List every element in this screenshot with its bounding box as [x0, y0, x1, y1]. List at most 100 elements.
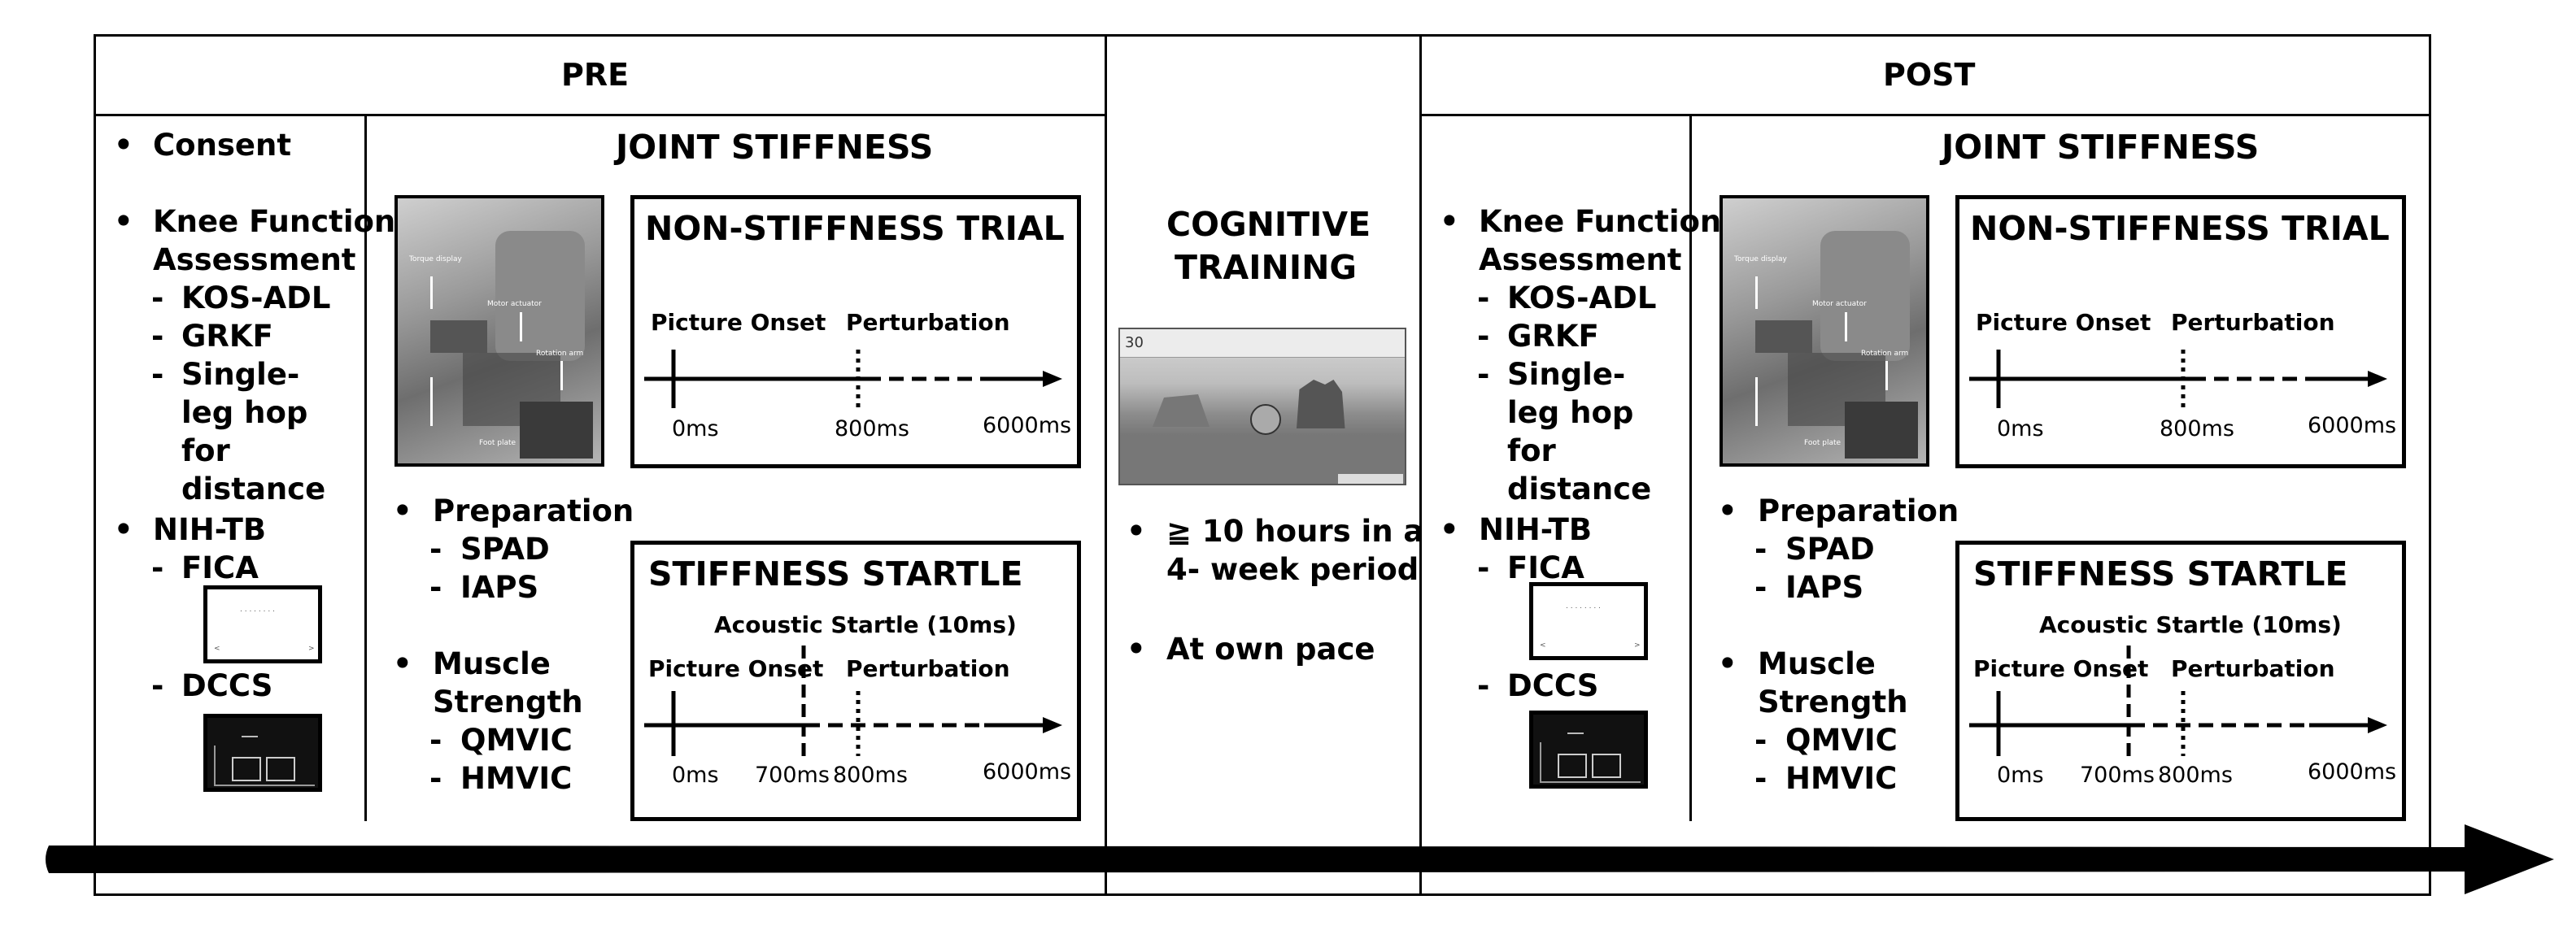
- spad-label: SPAD: [460, 532, 550, 567]
- time-0ms: 0ms: [672, 416, 719, 441]
- bullet-dot: •: [393, 493, 412, 528]
- stiffness-apparatus-photo: Torque display Motor actuator Rotation a…: [1720, 195, 1929, 467]
- hours-bullet-line2: 4- week period: [1166, 552, 1419, 587]
- iaps-label: IAPS: [460, 570, 539, 605]
- time-800ms: 800ms: [2160, 416, 2234, 441]
- bullet-dot: •: [1440, 512, 1459, 547]
- bullet-dot: •: [1127, 514, 1146, 549]
- dash: -: [1477, 280, 1490, 315]
- photo-label-motor: Motor actuator: [487, 300, 542, 308]
- stiffness-startle-title: STIFFNESS STARTLE: [648, 554, 1023, 593]
- game-counter: 30: [1125, 334, 1144, 351]
- muscle-strength-label-line2: Strength: [1758, 685, 1908, 719]
- bullet-dot: •: [1718, 493, 1737, 528]
- bullet-dot: •: [1440, 204, 1459, 239]
- hmvic-label: HMVIC: [460, 761, 573, 796]
- consent-label: Consent: [153, 128, 292, 163]
- bullet-dot: •: [393, 646, 412, 681]
- single-leg-hop-label: Single-leg hop for distance: [181, 357, 326, 506]
- fica-screen-thumbnail: . . . . . . . . < >: [1529, 582, 1648, 660]
- timeline-arrowhead: [1043, 717, 1062, 733]
- bullet-dot: •: [114, 512, 133, 547]
- bullet-dot: •: [1127, 632, 1146, 667]
- joint-stiffness-title: JOINT STIFFNESS: [1942, 128, 2260, 167]
- dash: -: [1477, 357, 1490, 392]
- cognitive-title-line1: COGNITIVE: [1166, 205, 1371, 244]
- timeline-arrowhead: [2368, 371, 2387, 387]
- stiffness-startle-timeline: [1969, 646, 2387, 756]
- dccs-label: DCCS: [181, 668, 273, 703]
- non-stiffness-trial-title: NON-STIFFNESS TRIAL: [645, 209, 1065, 248]
- dash: -: [151, 550, 164, 585]
- post-frame: [1419, 34, 2431, 896]
- photo-label-foot: Foot plate: [479, 439, 517, 447]
- perturbation-label: Perturbation: [2171, 655, 2335, 682]
- picture-onset-label: Picture Onset: [651, 309, 826, 336]
- non-stiffness-trial-box: [630, 195, 1081, 468]
- dash: -: [429, 532, 442, 567]
- time-700ms: 700ms: [755, 763, 830, 788]
- time-700ms: 700ms: [2080, 763, 2155, 788]
- dash: -: [1477, 319, 1490, 354]
- photo-label-torque: Torque display: [409, 255, 462, 263]
- picture-onset-label: Picture Onset: [1976, 309, 2151, 336]
- dash: -: [151, 319, 164, 354]
- time-800ms: 800ms: [2158, 763, 2233, 788]
- time-6000ms: 6000ms: [2308, 759, 2397, 785]
- muscle-strength-label-line2: Strength: [433, 685, 583, 719]
- dash: -: [1754, 723, 1767, 758]
- preparation-label: Preparation: [1758, 493, 1959, 528]
- time-6000ms: 6000ms: [983, 759, 1072, 785]
- dash: -: [1754, 761, 1767, 796]
- cognitive-title-line2: TRAINING: [1175, 248, 1358, 287]
- dash: -: [1477, 550, 1490, 585]
- dash: -: [151, 668, 164, 703]
- time-0ms: 0ms: [1997, 763, 2044, 788]
- own-pace-bullet: At own pace: [1166, 632, 1375, 667]
- timeline-arrowhead: [2368, 717, 2387, 733]
- pre-header-divider: [94, 114, 1107, 116]
- iaps-label: IAPS: [1785, 570, 1864, 605]
- joint-stiffness-title: JOINT STIFFNESS: [616, 128, 934, 167]
- grkf-label: GRKF: [181, 319, 273, 354]
- non-stiffness-timeline: [1969, 350, 2387, 408]
- time-800ms: 800ms: [833, 763, 908, 788]
- non-stiffness-timeline: [644, 350, 1062, 408]
- cognitive-game-screenshot: 30: [1118, 328, 1406, 485]
- fica-screen-thumbnail: . . . . . . . . < >: [203, 585, 322, 663]
- photo-label-arm: Rotation arm: [1861, 350, 1909, 358]
- timeline-arrowhead: [1043, 371, 1062, 387]
- time-6000ms: 6000ms: [2308, 413, 2397, 438]
- bullet-dot: •: [114, 204, 133, 239]
- knee-function-label-line1: Knee Function: [153, 204, 396, 239]
- post-header: POST: [1883, 57, 1976, 93]
- acoustic-startle-label: Acoustic Startle (10ms): [2039, 611, 2342, 638]
- dash: -: [429, 761, 442, 796]
- dccs-screen-thumbnail: [203, 714, 322, 792]
- stiffness-startle-title: STIFFNESS STARTLE: [1973, 554, 2348, 593]
- timeline-arrow-shape: [46, 824, 2554, 894]
- single-leg-hop-label: Single-leg hop for distance: [1507, 357, 1652, 506]
- pre-header: PRE: [561, 57, 630, 93]
- dccs-label: DCCS: [1507, 668, 1599, 703]
- hours-bullet-line1: ≧ 10 hours in a: [1166, 514, 1424, 549]
- post-column-divider: [1689, 114, 1692, 821]
- photo-label-arm: Rotation arm: [536, 350, 584, 358]
- photo-label-torque: Torque display: [1734, 255, 1787, 263]
- stiffness-startle-box: [1955, 541, 2406, 821]
- acoustic-startle-label: Acoustic Startle (10ms): [714, 611, 1017, 638]
- preparation-label: Preparation: [433, 493, 634, 528]
- time-6000ms: 6000ms: [983, 413, 1072, 438]
- spad-label: SPAD: [1785, 532, 1875, 567]
- qmvic-label: QMVIC: [460, 723, 573, 758]
- nih-tb-label: NIH-TB: [153, 512, 267, 547]
- picture-onset-label: Picture Onset: [1973, 655, 2149, 682]
- perturbation-label: Perturbation: [846, 309, 1010, 336]
- kos-adl-label: KOS-ADL: [1507, 280, 1657, 315]
- kos-adl-label: KOS-ADL: [181, 280, 331, 315]
- photo-label-motor: Motor actuator: [1812, 300, 1867, 308]
- non-stiffness-trial-box: [1955, 195, 2406, 468]
- dash: -: [429, 723, 442, 758]
- dash: -: [1754, 532, 1767, 567]
